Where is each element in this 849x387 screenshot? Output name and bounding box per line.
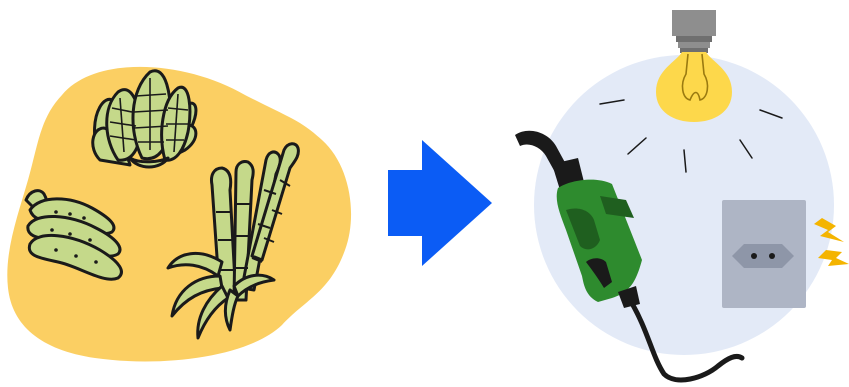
arrow-right-icon [388, 140, 492, 266]
power-outlet-icon [722, 200, 806, 308]
